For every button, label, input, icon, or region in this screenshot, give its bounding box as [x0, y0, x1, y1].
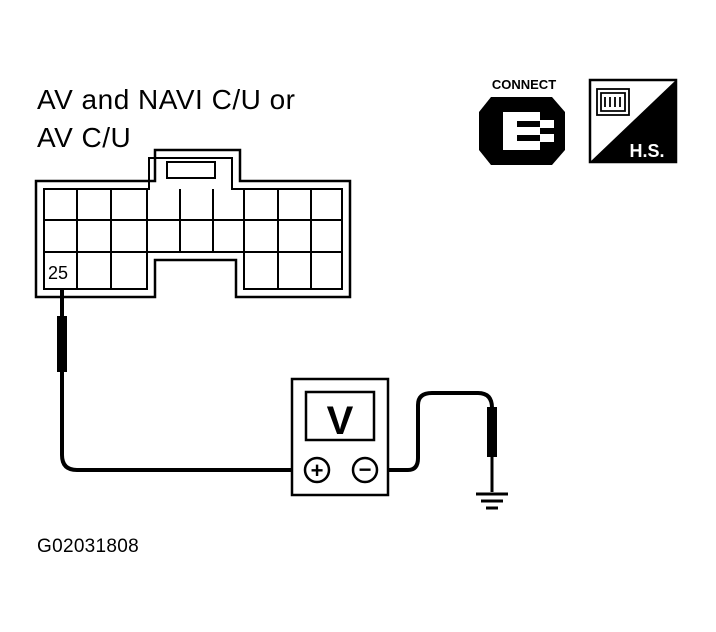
hs-label: H.S.: [629, 141, 664, 161]
positive-terminal: [303, 456, 331, 484]
figure-id: G02031808: [37, 536, 140, 557]
negative-symbol: −: [359, 457, 372, 482]
positive-symbol: +: [311, 458, 324, 483]
connector-title-line2: AV C/U: [37, 122, 132, 153]
negative-terminal: [351, 456, 379, 484]
positive-lead: [57, 289, 298, 472]
connect-icon: CONNECT: [479, 77, 565, 165]
terminal-25-label: 25: [48, 263, 68, 283]
connector-title-line1: AV and NAVI C/U or: [37, 84, 296, 115]
connect-label: CONNECT: [492, 77, 556, 92]
voltmeter: V + −: [290, 377, 390, 497]
meter-display: [304, 390, 376, 442]
harness-connector: [34, 148, 352, 299]
negative-lead: [378, 391, 497, 492]
probe-plug-ground: [487, 407, 497, 457]
probe-plug: [57, 316, 67, 372]
meter-display-value: V: [327, 399, 354, 443]
harness-sensor-icon: H.S.: [588, 78, 678, 164]
connector-glyph-icon: [596, 88, 630, 116]
ground-symbol: [476, 492, 508, 510]
